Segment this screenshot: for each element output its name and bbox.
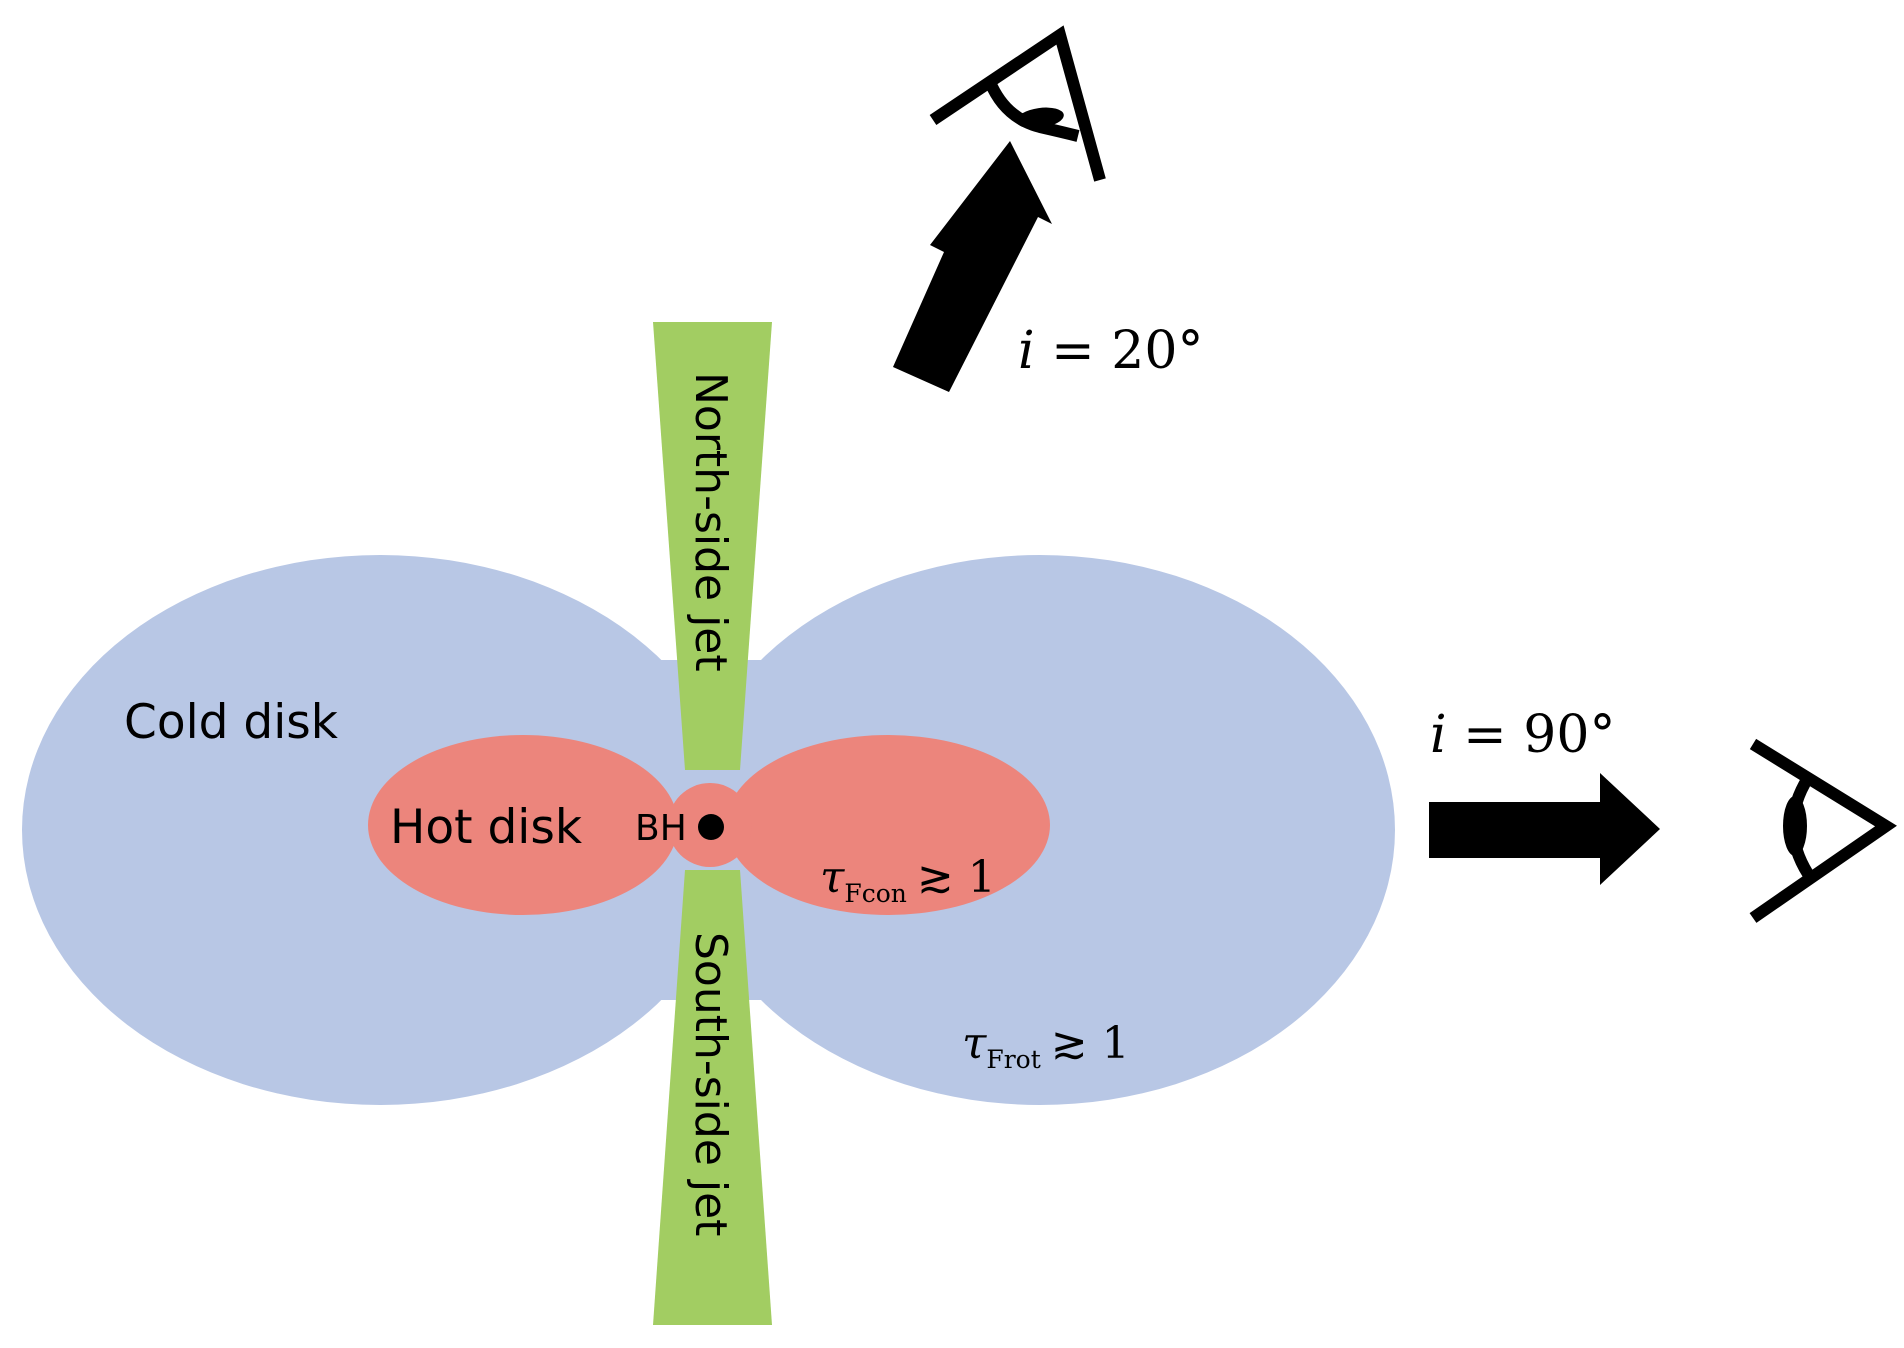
tau-frot-label: τFrot ≳ 1 (962, 1018, 1130, 1074)
south-jet-label: South-side jet (685, 932, 736, 1236)
tau-frot-symbol: τ (962, 1018, 987, 1069)
eye-pupil-90 (1783, 796, 1807, 856)
cold-disk-label: Cold disk (124, 695, 339, 750)
inclination-20-rest: = 20° (1035, 321, 1204, 381)
north-side-jet (653, 322, 772, 770)
jets (653, 322, 772, 1325)
hot-disk-right-lobe (726, 735, 1050, 915)
observer-eye-icon-90 (1749, 738, 1897, 923)
black-hole-label: BH (635, 808, 687, 849)
inclination-20-var: i (1018, 321, 1035, 381)
viewing-arrow-icon-20 (893, 141, 1052, 392)
observer-eye-icon-20 (929, 25, 1106, 182)
eye-pupil-20 (1016, 107, 1064, 129)
eye-outline-20 (929, 25, 1106, 182)
tau-fcon-label: τFcon ≳ 1 (820, 852, 996, 908)
eye-outline-90 (1749, 738, 1897, 923)
tau-fcon-subscript: Fcon (844, 879, 907, 908)
inclination-90-var: i (1430, 705, 1447, 765)
tau-fcon-relation: ≳ 1 (917, 852, 996, 903)
south-side-jet (653, 870, 772, 1325)
hot-disk-left-lobe (368, 735, 678, 915)
inclination-90-label: i = 90° (1430, 705, 1615, 765)
tau-frot-relation: ≳ 1 (1051, 1018, 1130, 1069)
viewing-arrow-icon-90 (1429, 773, 1660, 885)
hot-disk-label: Hot disk (390, 800, 583, 855)
tau-frot-subscript: Frot (986, 1045, 1040, 1074)
inclination-20-label: i = 20° (1018, 321, 1203, 381)
north-jet-label: North-side jet (685, 372, 736, 672)
black-hole-dot (698, 814, 724, 840)
hot-disk (368, 735, 1050, 915)
tau-fcon-symbol: τ (820, 852, 845, 903)
inclination-90-rest: = 90° (1447, 705, 1616, 765)
